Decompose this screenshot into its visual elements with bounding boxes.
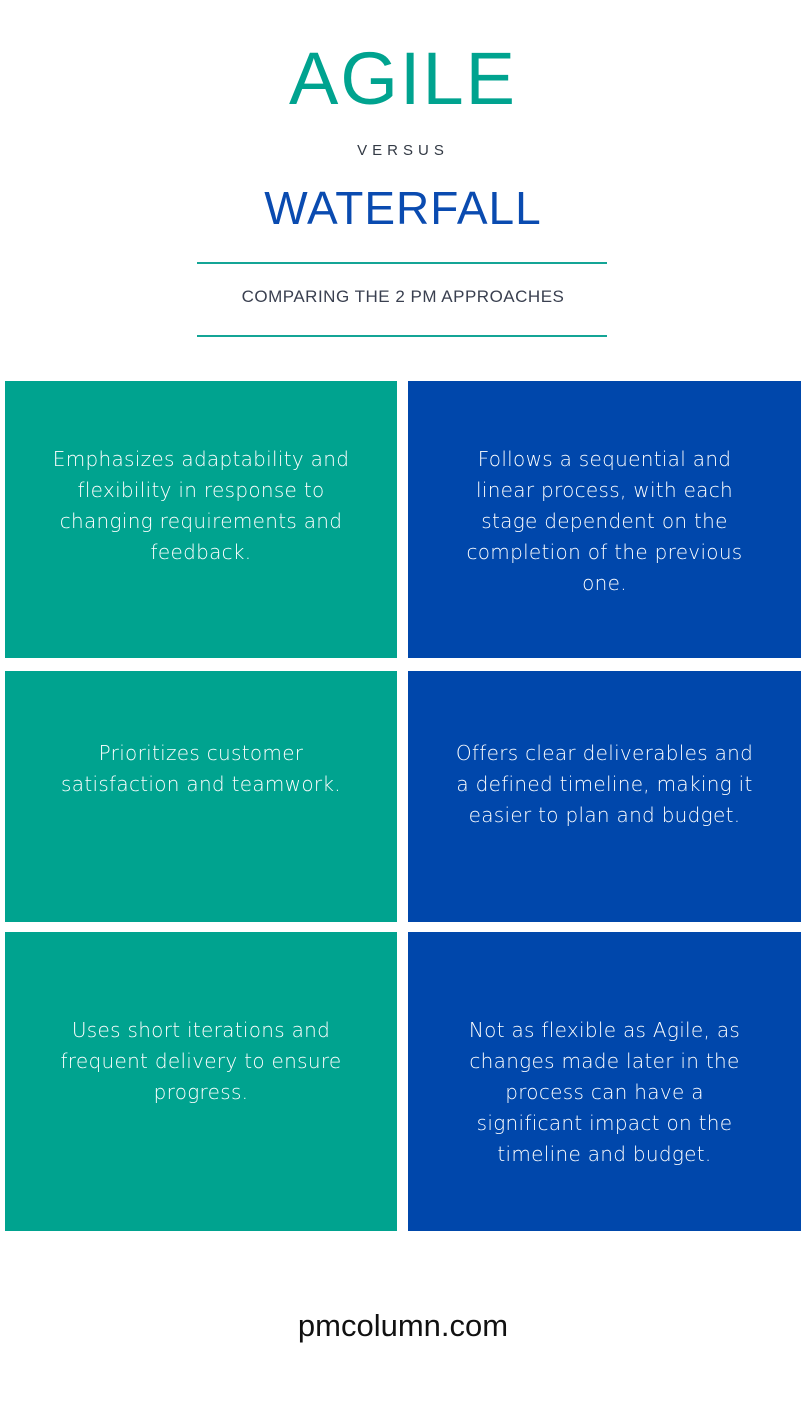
waterfall-card-1: Follows a sequential and linear process,… [408,381,801,658]
agile-card-1: Emphasizes adaptability and flexibility … [5,381,397,658]
agile-card-text: Uses short iterations and frequent deliv… [60,1018,342,1104]
waterfall-card-3: Not as flexible as Agile, as changes mad… [408,932,801,1231]
title-agile: AGILE [289,37,517,120]
waterfall-card-text: Follows a sequential and linear process,… [466,447,743,595]
agile-card-text: Prioritizes customer satisfaction and te… [61,741,341,796]
waterfall-card-text: Not as flexible as Agile, as changes mad… [468,1018,741,1166]
agile-card-text: Emphasizes adaptability and flexibility … [52,447,350,564]
waterfall-card-2: Offers clear deliverables and a defined … [408,671,801,922]
divider-bottom [197,335,607,337]
agile-card-3: Uses short iterations and frequent deliv… [5,932,397,1231]
title-waterfall: WATERFALL [264,182,542,234]
footer-site: pmcolumn.com [297,1308,509,1343]
waterfall-card-text: Offers clear deliverables and a defined … [455,741,754,827]
subtitle: COMPARING THE 2 PM APPROACHES [241,287,565,306]
divider-top [197,262,607,264]
agile-card-2: Prioritizes customer satisfaction and te… [5,671,397,922]
versus-label: VERSUS [357,142,449,159]
